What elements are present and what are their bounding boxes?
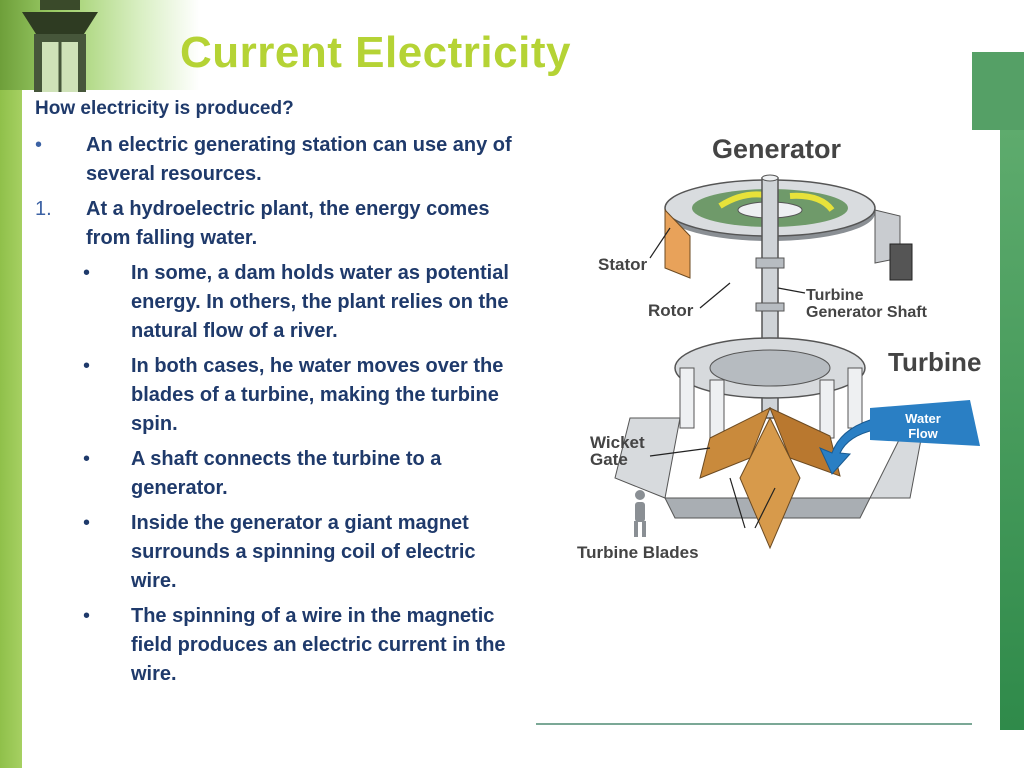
wicket-gate-label-1: Wicket — [590, 433, 645, 452]
sub-bullet-text: Inside the generator a giant magnet surr… — [131, 512, 476, 592]
sub-bullet-text: A shaft connects the turbine to a genera… — [131, 448, 442, 499]
sub-bullet-marker: • — [83, 512, 91, 534]
sub-bullet-item: • In both cases, he water moves over the… — [35, 352, 525, 439]
generator-ring — [664, 179, 913, 281]
slide-body: How electricity is produced? • An electr… — [35, 94, 525, 695]
sub-bullet-text: In both cases, he water moves over the b… — [131, 355, 504, 435]
water-label-1: Water — [905, 411, 941, 426]
sub-bullet-text: In some, a dam holds water as potential … — [131, 262, 509, 342]
person-scale-icon — [634, 490, 646, 537]
numbered-item: 1. At a hydroelectric plant, the energy … — [35, 195, 525, 253]
shaft-label-1: Turbine — [806, 287, 864, 304]
sub-bullet-item: • A shaft connects the turbine to a gene… — [35, 445, 525, 503]
generator-label: Generator — [712, 134, 842, 164]
sub-bullet-marker: • — [83, 605, 91, 627]
bullet-item: • An electric generating station can use… — [35, 131, 525, 189]
number-marker: 1. — [35, 198, 52, 220]
left-accent-strip — [0, 0, 22, 768]
sub-bullet-text: The spinning of a wire in the magnetic f… — [131, 605, 506, 685]
right-accent-strip — [1000, 130, 1024, 730]
wicket-gate-label-2: Gate — [590, 450, 628, 469]
sub-bullet-marker: • — [83, 262, 91, 284]
leader-lines — [649, 227, 806, 529]
shaft-label-2: Generator Shaft — [806, 304, 928, 321]
rotor-label: Rotor — [648, 301, 694, 320]
numbered-text: At a hydroelectric plant, the energy com… — [86, 198, 490, 249]
bullet-marker: • — [35, 134, 43, 156]
right-accent-block — [972, 52, 1024, 130]
bottom-divider — [536, 723, 972, 725]
water-label-2: Flow — [908, 426, 938, 441]
sub-bullet-item: • In some, a dam holds water as potentia… — [35, 259, 525, 346]
turbine-label: Turbine — [888, 347, 981, 377]
water-flow-arrow: Water Flow — [819, 400, 980, 475]
lantern-icon — [22, 0, 98, 92]
sub-bullet-item: • Inside the generator a giant magnet su… — [35, 509, 525, 596]
stator-label: Stator — [598, 255, 648, 274]
slide-heading: How electricity is produced? — [35, 98, 294, 119]
turbine-blades — [699, 406, 841, 550]
sub-bullet-marker: • — [83, 448, 91, 470]
sub-bullet-marker: • — [83, 355, 91, 377]
sub-bullet-item: • The spinning of a wire in the magnetic… — [35, 602, 525, 689]
hydro-generator-diagram: Water Flow Generator Stator Rotor Turbin… — [577, 134, 981, 562]
turbine-blades-label: Turbine Blades — [577, 543, 699, 562]
slide-title: Current Electricity — [180, 28, 571, 77]
bullet-text: An electric generating station can use a… — [86, 134, 512, 185]
